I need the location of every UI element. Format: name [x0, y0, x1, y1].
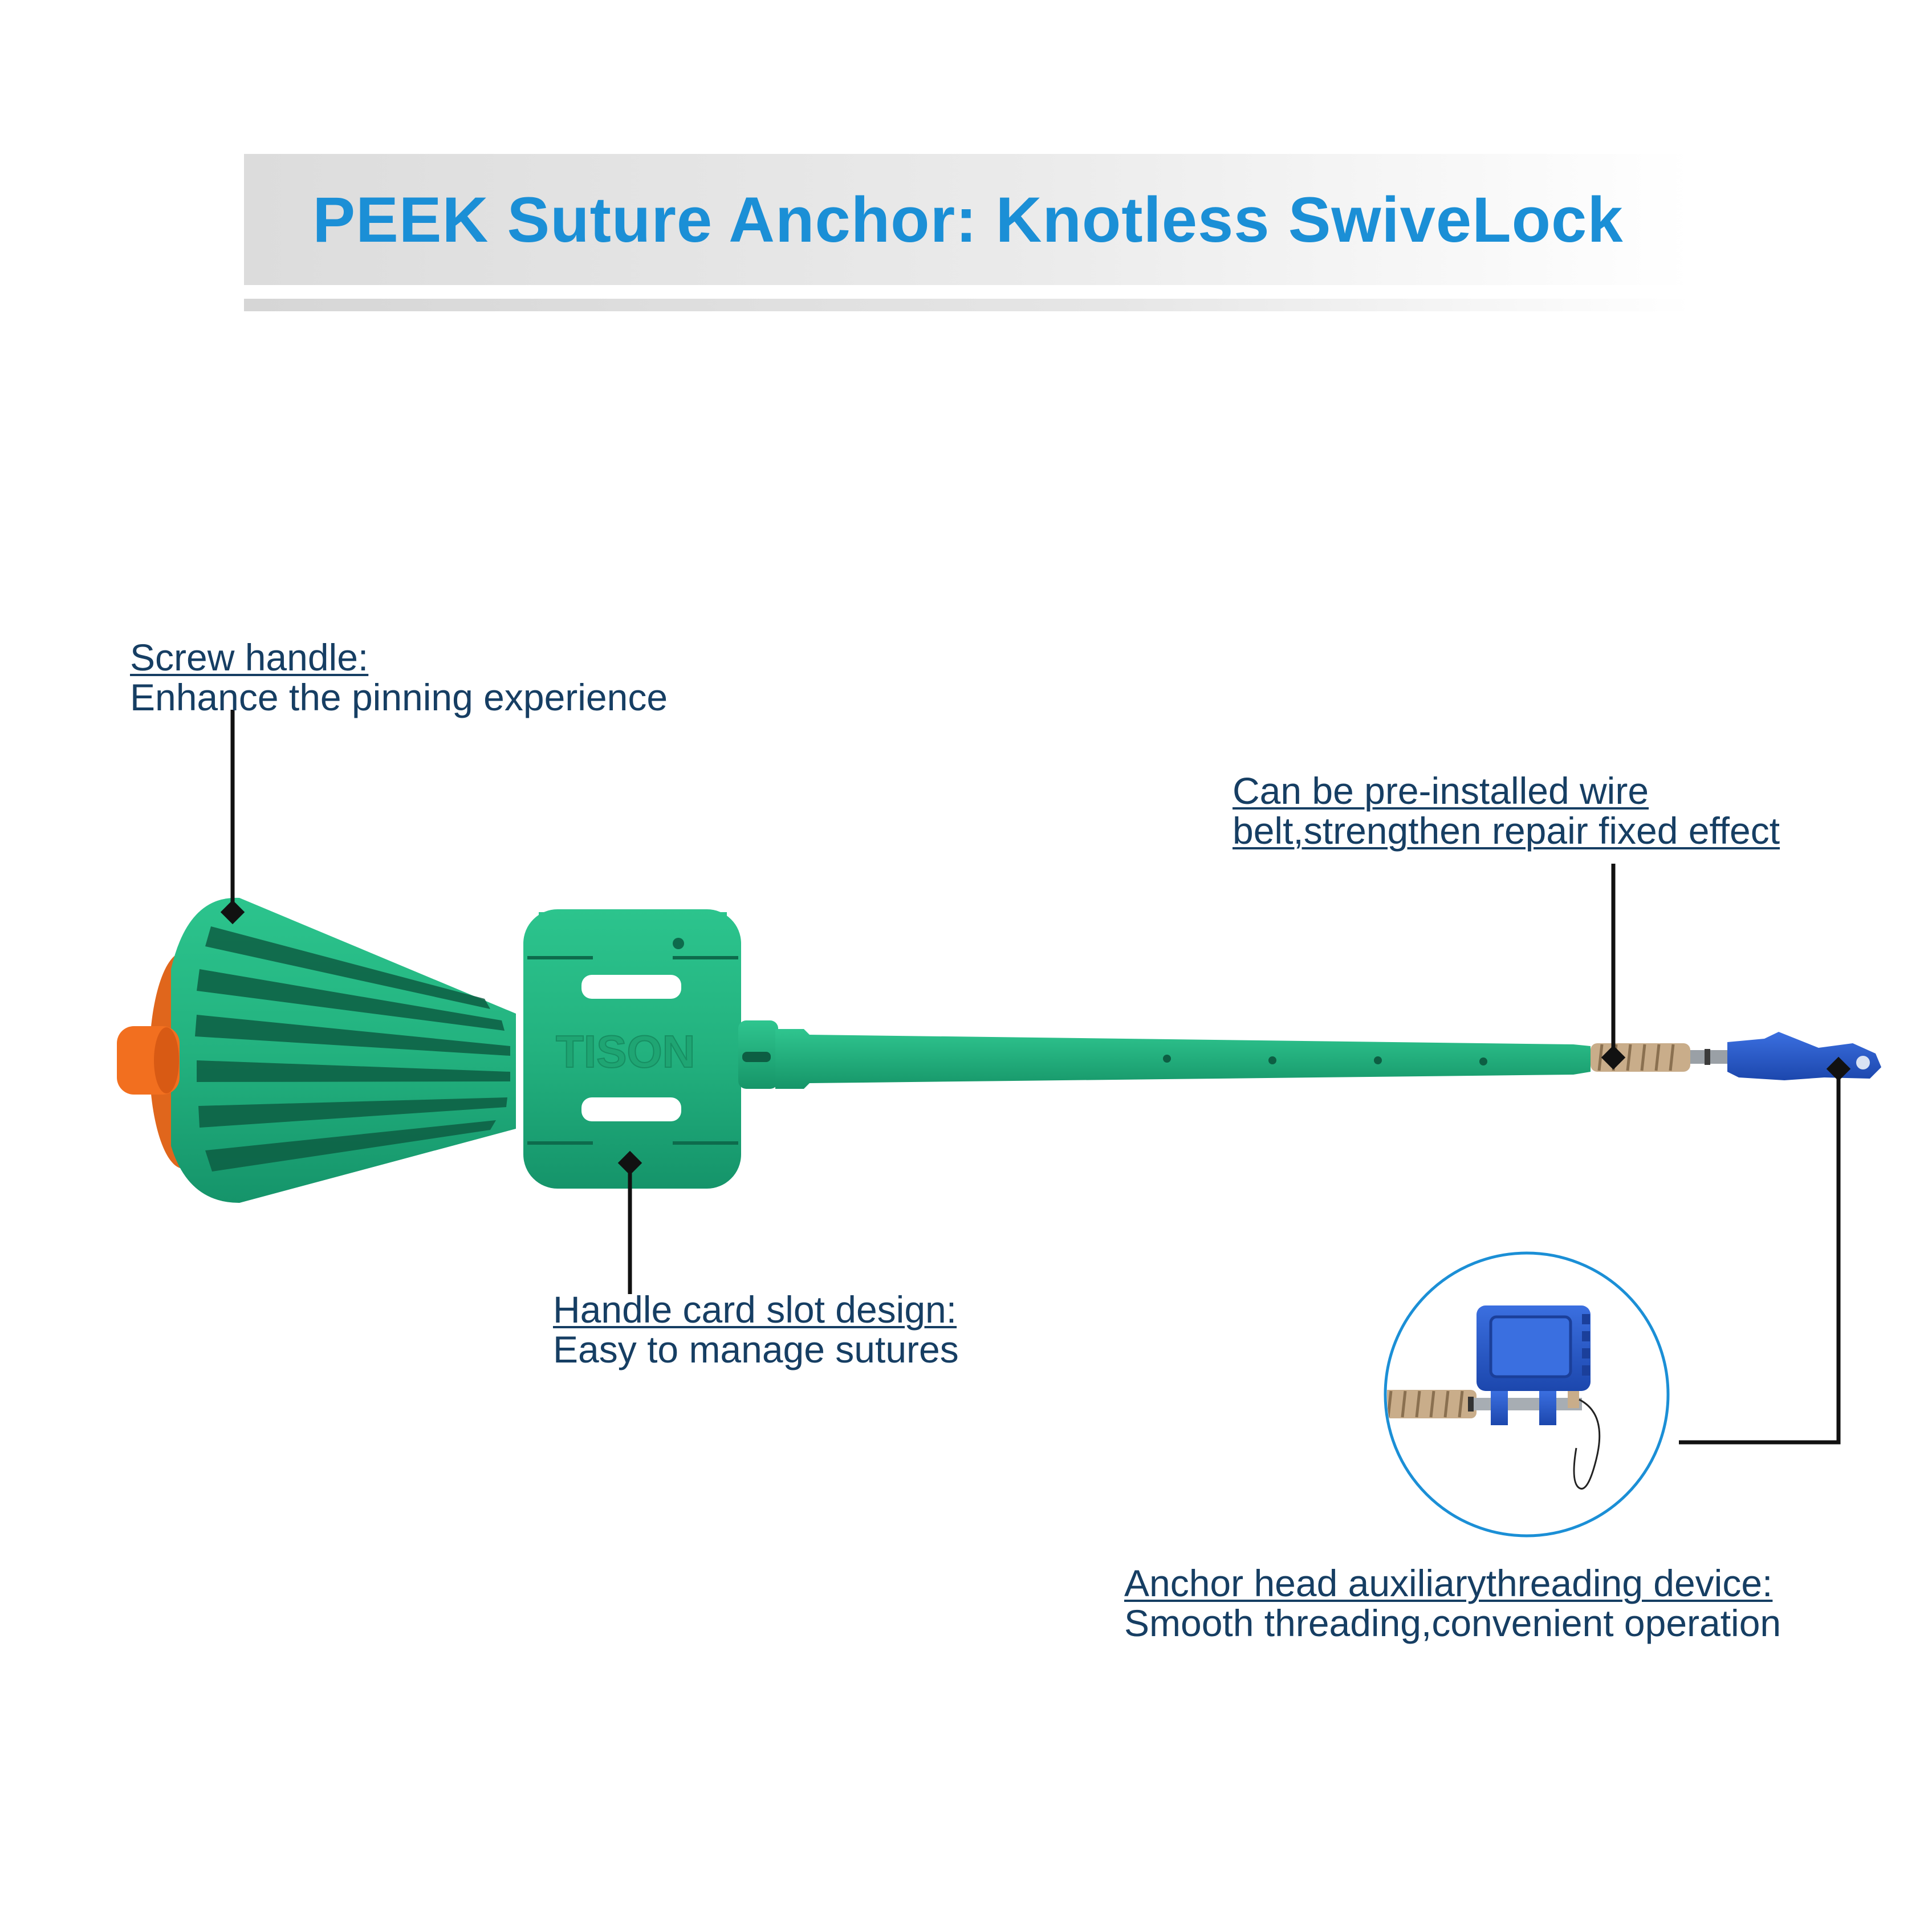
callout-pre-installed: Can be pre-installed wire belt,strengthe… — [1233, 771, 1780, 851]
callout-line-2: belt,strengthen repair fixed effect — [1233, 810, 1780, 852]
handle-ribs — [195, 926, 510, 1172]
inset-ring — [1384, 1251, 1670, 1538]
handle-cone — [171, 897, 516, 1203]
threader-inset — [1384, 1251, 1670, 1538]
page-title: PEEK Suture Anchor: Knotless SwiveLock — [312, 184, 1624, 255]
inserter-shaft — [738, 1020, 1591, 1089]
callout-lines — [230, 710, 1841, 1445]
screw-handle — [117, 897, 516, 1203]
title-underline — [244, 299, 1692, 311]
callout-heading: Anchor head auxiliarythreading device: — [1124, 1562, 1773, 1604]
brand-mark: TISON — [556, 1026, 695, 1077]
card-slot-block — [523, 909, 741, 1189]
callout-card-slot: Handle card slot design: Easy to manage … — [553, 1290, 959, 1369]
lower-slot — [581, 1097, 681, 1121]
threader-tip — [1727, 1032, 1881, 1080]
end-cap-shadow — [154, 1027, 179, 1093]
callout-line-1: Can be pre-installed wire — [1233, 770, 1649, 812]
card-slot-body — [523, 909, 741, 1189]
callout-markers — [220, 900, 1851, 1176]
callout-body: Easy to manage sutures — [553, 1328, 959, 1370]
callout-body: Smooth threading,convenient operation — [1124, 1602, 1781, 1644]
upper-slot — [581, 975, 681, 999]
callout-anchor-head: Anchor head auxiliarythreading device: S… — [1124, 1563, 1781, 1643]
callout-body: Enhance the pinning experience — [130, 676, 668, 718]
callout-heading: Handle card slot design: — [553, 1288, 957, 1331]
title-banner — [244, 154, 1692, 285]
callout-screw-handle: Screw handle: Enhance the pinning experi… — [130, 637, 668, 717]
callout-heading: Screw handle: — [130, 636, 369, 678]
